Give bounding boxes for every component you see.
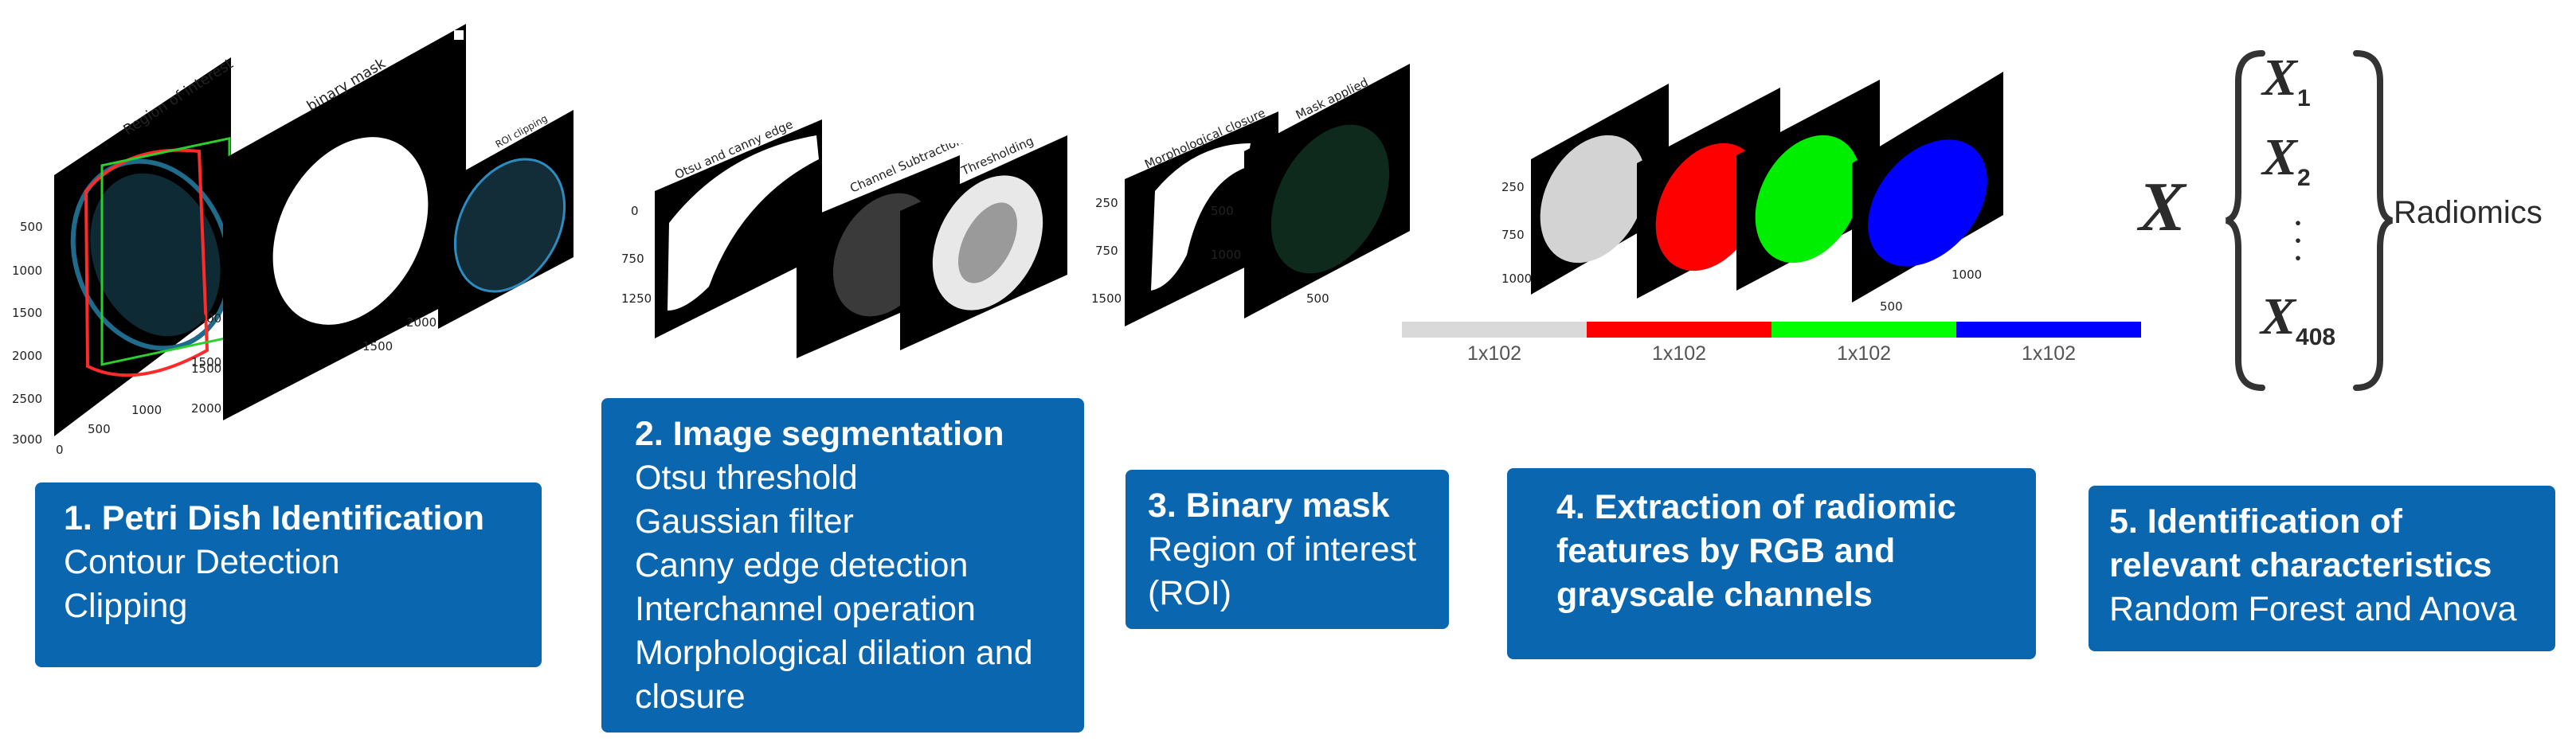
panel-roi-clipping: ROI clipping (438, 110, 574, 329)
formula-vertical-dots: ··· (2292, 202, 2304, 279)
svg-text:1000: 1000 (1211, 248, 1241, 262)
feature-bar-red (1587, 322, 1771, 338)
formula-item-1: X1 (2262, 49, 2311, 111)
step-5-title-line-1: 5. Identification of (2109, 502, 2402, 541)
svg-text:0: 0 (56, 443, 64, 457)
step-2-title: 2. Image segmentation (635, 415, 1004, 453)
feature-bar-green (1771, 322, 1956, 338)
feature-bar-label-blue: 1x102 (2021, 342, 2077, 365)
step-box-radiomic-extraction: 4. Extraction of radiomic features by RG… (1507, 468, 2036, 659)
svg-text:2000: 2000 (12, 349, 42, 363)
svg-text:750: 750 (621, 252, 644, 266)
right-brace (2353, 50, 2394, 391)
svg-text:3000: 3000 (12, 432, 42, 447)
svg-text:500: 500 (1306, 291, 1329, 306)
feature-bar-blue (1956, 322, 2141, 338)
svg-text:500: 500 (88, 422, 111, 436)
step-1-title: 1. Petri Dish Identification (64, 499, 485, 537)
step-5-line-1: Random Forest and Anova (2109, 590, 2517, 628)
step-2-line-4: Interchannel operation (635, 590, 976, 628)
feature-bar-label-gray: 1x102 (1466, 342, 1522, 365)
mask-applied-ticks: 500 1000 500 (1211, 204, 1329, 306)
otsu-y-ticks: 0 750 1250 (621, 204, 652, 306)
step-4-title-line-3: grayscale channels (1556, 576, 1873, 614)
svg-text:1500: 1500 (191, 361, 221, 376)
step-2-line-5: Morphological dilation and (635, 634, 1033, 672)
svg-text:1000: 1000 (131, 403, 162, 417)
panel-thresholding: Thresholding (900, 134, 1067, 350)
step-box-petri-dish: 1. Petri Dish Identification Contour Det… (35, 482, 542, 667)
panel-green-channel (1736, 80, 1880, 291)
step-3-line-2: (ROI) (1148, 574, 1232, 612)
svg-text:500: 500 (1880, 299, 1903, 314)
grayscale-ticks: 250 750 1000 (1501, 180, 1532, 286)
feature-bar-label-red: 1x102 (1651, 342, 1707, 365)
step-box-binary-mask: 3. Binary mask Region of interest (ROI) (1126, 470, 1449, 629)
svg-text:1000: 1000 (1501, 272, 1532, 286)
svg-text:500: 500 (20, 220, 43, 234)
roi-y-ticks: 500 1000 1500 2000 2500 3000 (12, 220, 43, 447)
svg-text:250: 250 (1501, 180, 1525, 194)
svg-text:0: 0 (631, 204, 639, 218)
svg-text:1500: 1500 (362, 339, 393, 354)
svg-text:1250: 1250 (621, 291, 652, 306)
svg-text:2000: 2000 (406, 315, 437, 330)
step-2-line-2: Gaussian filter (635, 502, 854, 541)
step-2-line-1: Otsu threshold (635, 459, 858, 497)
panel-red-channel (1637, 88, 1780, 299)
step-3-line-1: Region of interest (1148, 530, 1417, 568)
step-1-line-2: Clipping (64, 587, 188, 625)
step-box-image-segmentation: 2. Image segmentation Otsu threshold Gau… (601, 398, 1084, 733)
binary-mask-ticks: 1000 1500 2000 1500 2000 (191, 311, 437, 416)
formula-item-408: X408 (2261, 287, 2336, 350)
closure-y-ticks: 250 750 1500 (1091, 196, 1122, 306)
left-brace (2225, 50, 2265, 391)
svg-text:750: 750 (1095, 244, 1118, 258)
panel-blue-channel: 500 1000 (1852, 72, 2003, 314)
panel-grayscale-channel: 250 750 1000 (1501, 84, 1669, 295)
svg-text:1500: 1500 (191, 355, 221, 369)
step-2-line-6: closure (635, 678, 746, 716)
svg-text:2000: 2000 (191, 401, 221, 416)
panel-binary-mask: binary mask 1000 1500 2000 1500 2000 (191, 24, 466, 420)
svg-text:1000: 1000 (12, 264, 42, 278)
panel-mask-applied: Mask applied 500 1000 500 (1211, 64, 1410, 318)
step-5-title-line-2: relevant characteristics (2109, 546, 2492, 584)
step-2-line-3: Canny edge detection (635, 546, 969, 584)
radiomics-label: Radiomics (2394, 195, 2543, 230)
panel-otsu-canny: Otsu and canny edge 0 750 1250 (621, 117, 822, 338)
svg-text:1000: 1000 (191, 311, 221, 326)
panel-region-of-interest: Region of interest 500 1000 1500 2000 25… (12, 56, 236, 457)
panel-morphological-closure: Morphological closure 250 750 1500 (1091, 106, 1278, 326)
step-box-relevant-characteristics: 5. Identification of relevant characteri… (2089, 486, 2555, 651)
step-3-title: 3. Binary mask (1148, 486, 1390, 525)
step-4-title-line-1: 4. Extraction of radiomic (1556, 488, 1956, 526)
feature-bar-gray (1402, 322, 1587, 338)
svg-text:1500: 1500 (1091, 291, 1122, 306)
blue-channel-ticks: 500 1000 (1880, 268, 1982, 314)
step-4-title-line-2: features by RGB and (1556, 532, 1896, 570)
svg-text:1500: 1500 (12, 306, 42, 320)
svg-text:2500: 2500 (12, 392, 42, 406)
svg-text:1000: 1000 (1952, 268, 1982, 282)
svg-text:250: 250 (1095, 196, 1118, 210)
svg-text:750: 750 (1501, 228, 1525, 242)
roi-x-ticks: 0 500 1000 1500 (56, 361, 221, 457)
feature-bar-label-green: 1x102 (1836, 342, 1892, 365)
step-1-line-1: Contour Detection (64, 543, 340, 581)
formula-symbol: X (2139, 169, 2186, 246)
formula-item-2: X2 (2262, 128, 2311, 191)
svg-text:500: 500 (1211, 204, 1234, 218)
